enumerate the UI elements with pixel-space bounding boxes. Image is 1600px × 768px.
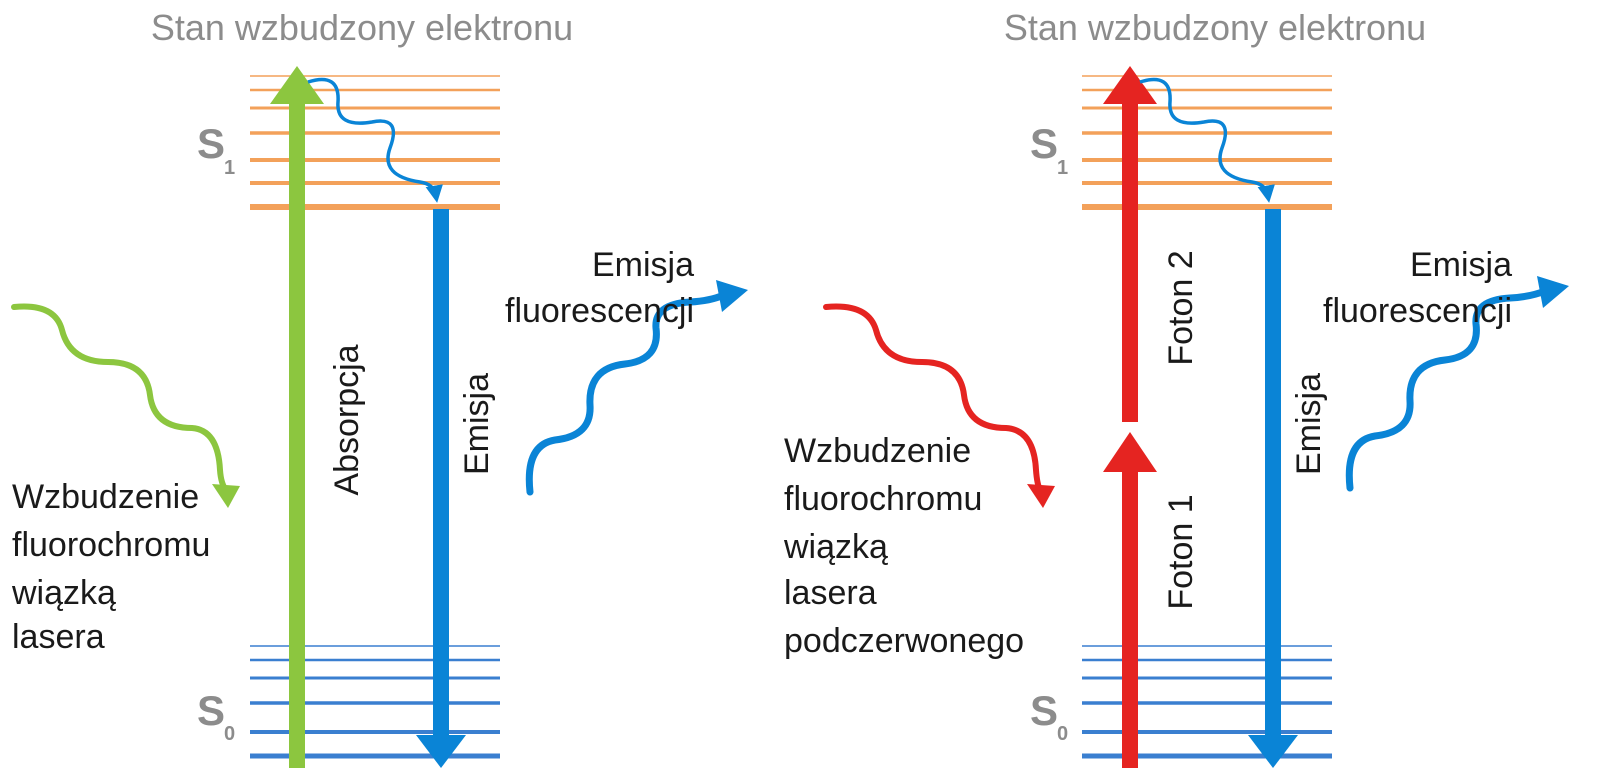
right-s0-subscript: 0 (1057, 723, 1068, 745)
left-excitation-wave (11, 303, 229, 493)
left-excitation-arrowhead (212, 484, 240, 508)
left-fluorescence-label-line1: Emisja (592, 246, 694, 284)
left-emission-label: Emisja (458, 373, 496, 475)
right-fluorescence-arrowhead (1537, 276, 1569, 308)
right-s1-label: S (1030, 120, 1058, 167)
right-s1-subscript: 1 (1057, 157, 1068, 179)
photon1-label: Foton 1 (1162, 494, 1200, 609)
left-fluorescence-arrowhead (716, 280, 748, 312)
right-fluorescence-wave (1345, 287, 1549, 492)
left-excitation-line: wiązką (11, 574, 116, 612)
right-relaxation-squiggle (1139, 77, 1275, 203)
right-title: Stan wzbudzony elektronu (1004, 7, 1426, 48)
left-title: Stan wzbudzony elektronu (151, 7, 573, 48)
left-fluorescence-label-line2: fluorescencji (505, 292, 694, 330)
photon2-arrow (1103, 66, 1157, 422)
right-excitation-line: podczerwonego (784, 622, 1024, 660)
absorption-arrow (270, 66, 324, 768)
left-s0-label: S (197, 687, 225, 734)
left-excitation-line: Wzbudzenie (12, 478, 199, 516)
right-fluorescence-label-line2: fluorescencji (1323, 292, 1512, 330)
left-excitation-text: Wzbudzenie fluorochromu wiązką lasera (11, 478, 210, 656)
left-s1-subscript: 1 (224, 157, 235, 179)
right-excitation-line: Wzbudzenie (784, 432, 971, 470)
right-emission-arrow (1248, 209, 1298, 768)
absorption-label: Absorpcja (328, 344, 366, 495)
right-excitation-arrowhead (1027, 484, 1055, 508)
left-emission-arrow (416, 209, 466, 768)
right-excitation-line: fluorochromu (784, 480, 982, 518)
right-excitation-line: lasera (784, 574, 877, 612)
left-fluorescence-wave (525, 291, 728, 496)
left-s1-label: S (197, 120, 225, 167)
right-fluorescence-label-line1: Emisja (1410, 246, 1512, 284)
right-excitation-line: wiązką (783, 528, 888, 566)
right-excitation-text: Wzbudzenie fluorochromu wiązką lasera po… (783, 432, 1024, 660)
right-s0-label: S (1030, 687, 1058, 734)
right-emission-label: Emisja (1290, 373, 1328, 475)
left-excitation-line: fluorochromu (12, 526, 210, 564)
right-excitation-wave (823, 303, 1043, 493)
right-panel: Stan wzbudzony elektronu S 1 S 0 (783, 7, 1569, 768)
photon2-label: Foton 2 (1162, 250, 1200, 365)
left-excitation-line: lasera (12, 618, 105, 656)
left-s0-subscript: 0 (224, 723, 235, 745)
photon1-arrow (1103, 432, 1157, 768)
left-relaxation-squiggle (307, 77, 443, 203)
left-panel: Stan wzbudzony elektronu S 1 S 0 (11, 7, 748, 768)
